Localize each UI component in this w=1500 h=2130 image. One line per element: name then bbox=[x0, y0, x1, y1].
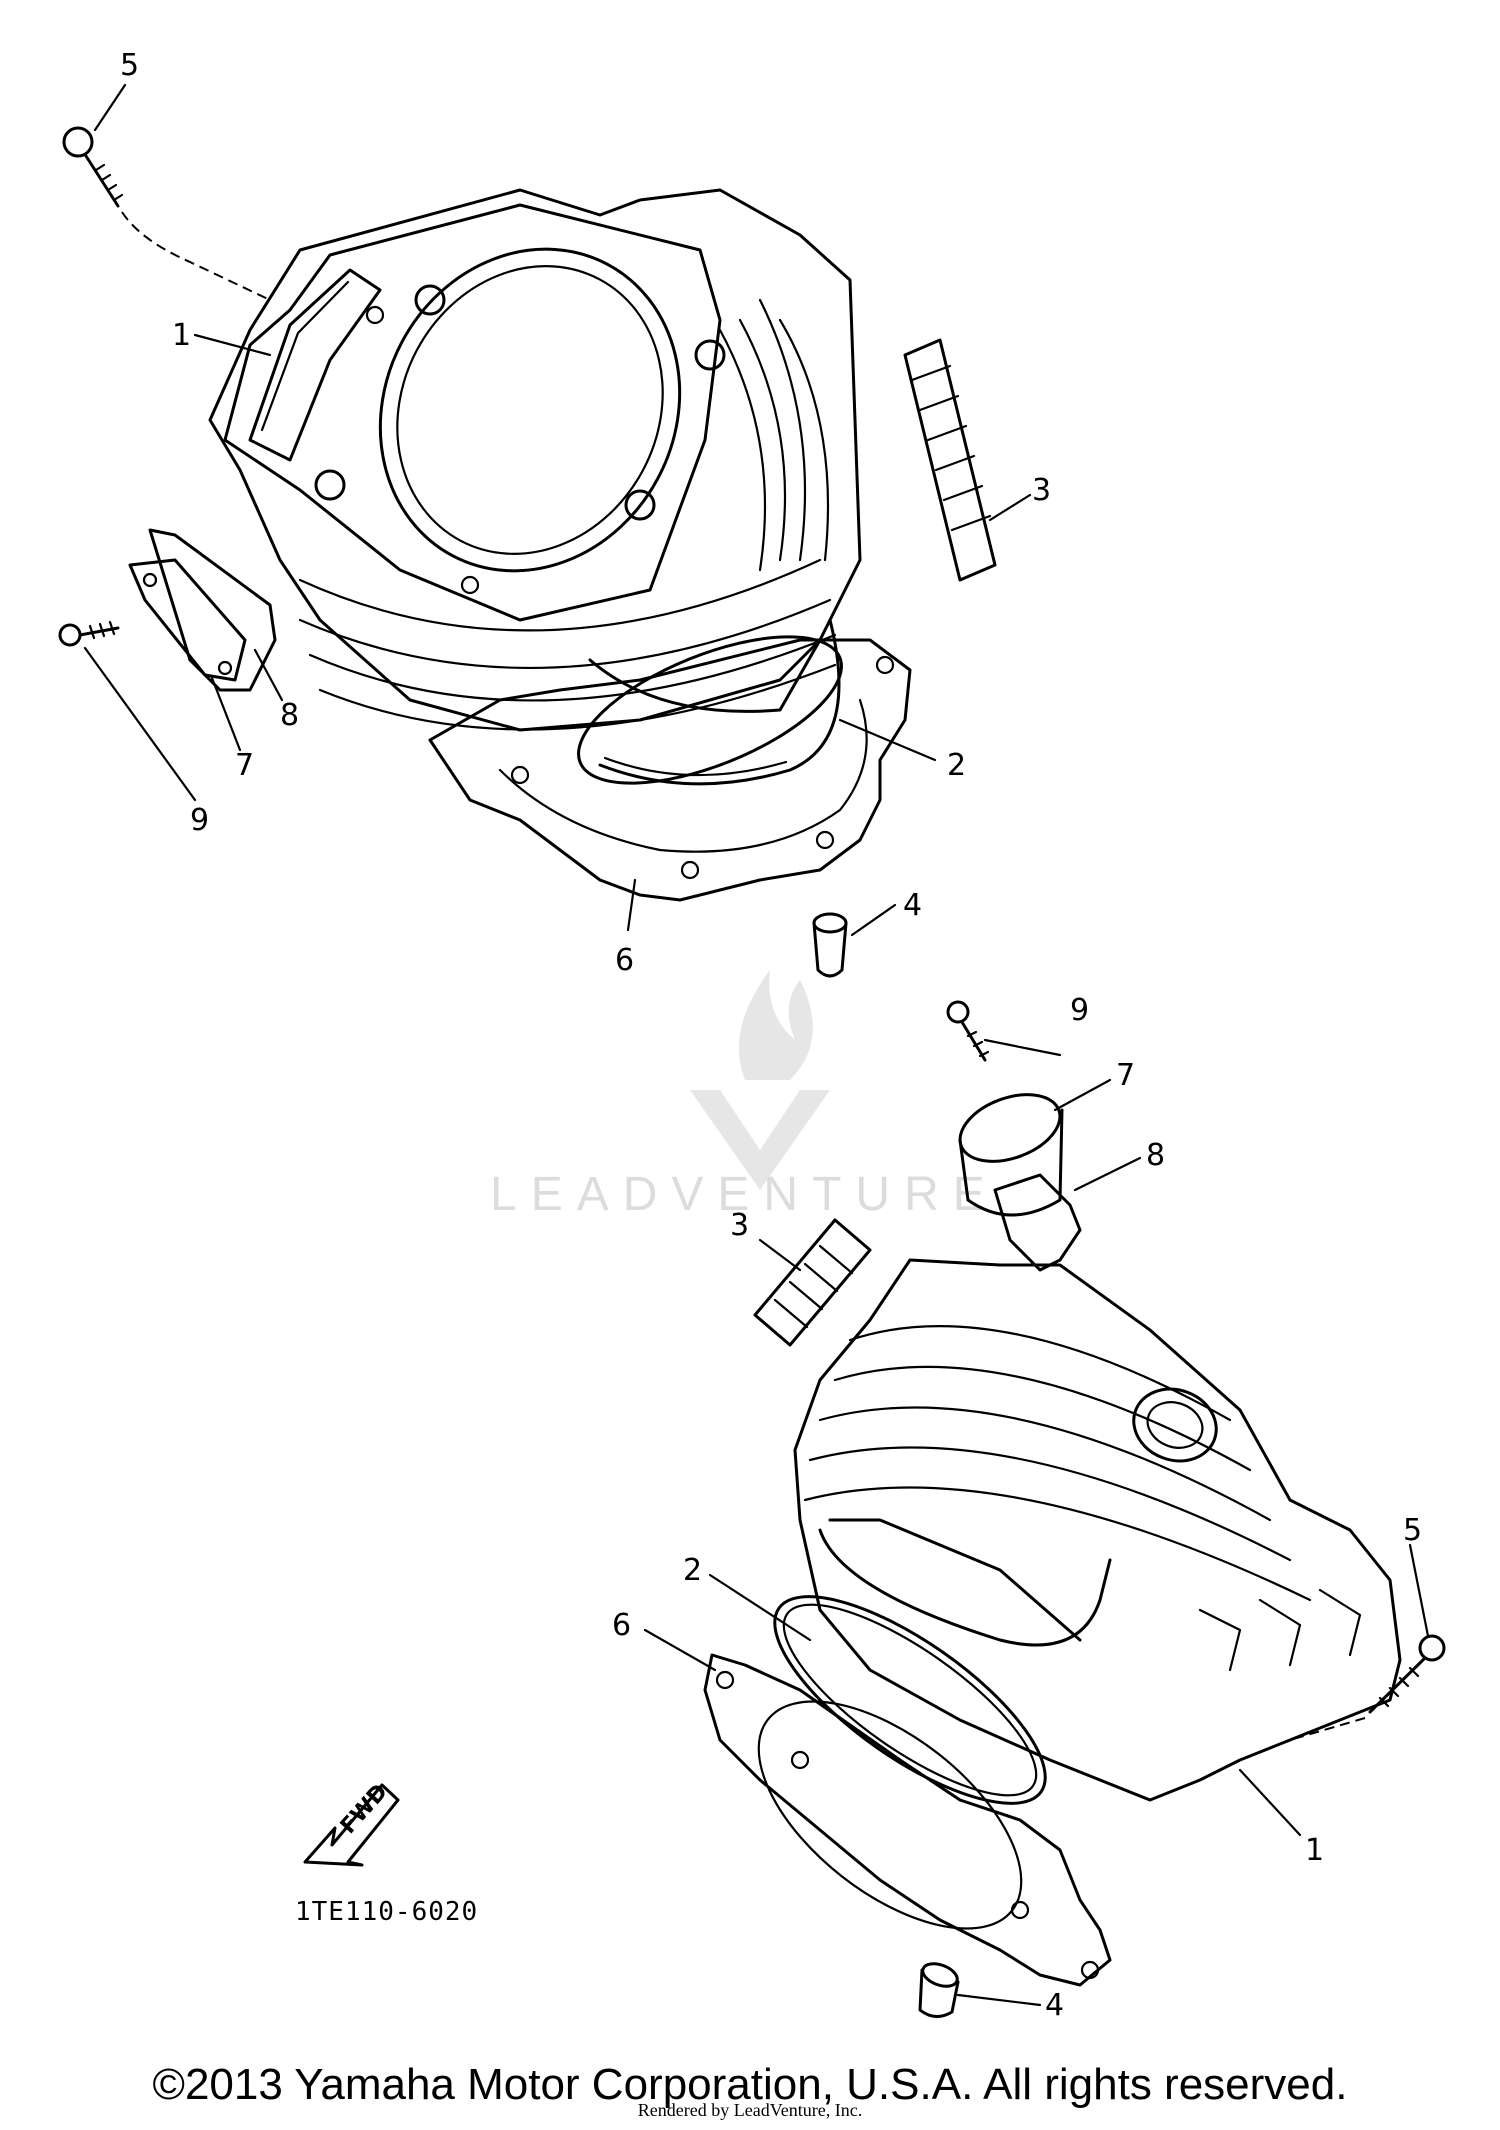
lower-callout-2: 2 bbox=[683, 1553, 702, 1588]
lower-leader-5 bbox=[1408, 1543, 1430, 1638]
lower-bolt-leader-dash bbox=[1289, 1717, 1366, 1741]
upper-callout-5: 5 bbox=[120, 48, 139, 83]
upper-callout-2: 2 bbox=[947, 748, 966, 783]
lower-callout-7: 7 bbox=[1116, 1058, 1135, 1093]
lower-bolt-5 bbox=[1368, 1634, 1446, 1714]
lower-gasket-8 bbox=[993, 1173, 1082, 1272]
lower-bolt-9 bbox=[946, 1000, 990, 1062]
upper-callout-6: 6 bbox=[615, 943, 634, 978]
lower-leader-7 bbox=[1053, 1078, 1112, 1112]
watermark-text: LEADVENTURE bbox=[490, 1168, 999, 1221]
upper-dowel-3 bbox=[903, 338, 997, 582]
lower-o-ring-2 bbox=[773, 1595, 1047, 1805]
lower-dowel-3 bbox=[753, 1218, 872, 1347]
lower-callout-4: 4 bbox=[1045, 1988, 1064, 2023]
upper-leader-6 bbox=[626, 878, 637, 932]
lower-leader-4 bbox=[956, 1993, 1042, 2007]
upper-leader-7 bbox=[210, 676, 242, 752]
upper-leader-9 bbox=[83, 646, 197, 802]
watermark: LEADVENTURE bbox=[490, 970, 999, 1221]
lower-leader-6 bbox=[643, 1628, 717, 1672]
upper-cover-7-gasket-8 bbox=[128, 528, 277, 692]
upper-cylinder-assembly: 5 1 3 2 4 6 8 7 9 bbox=[58, 48, 1051, 978]
upper-callout-3: 3 bbox=[1032, 473, 1051, 508]
upper-bolt-9 bbox=[58, 620, 120, 647]
copyright-notice: ©2013 Yamaha Motor Corporation, U.S.A. A… bbox=[152, 2060, 1348, 2109]
rendered-by-note: Rendered by LeadVenture, Inc. bbox=[637, 2100, 863, 2120]
lower-callout-5: 5 bbox=[1403, 1513, 1422, 1548]
upper-bolt-5 bbox=[62, 126, 124, 208]
upper-base-gasket-6 bbox=[428, 638, 912, 902]
lower-cylinder-assembly: 9 7 8 3 2 6 5 1 4 bbox=[612, 993, 1446, 2023]
upper-callout-7: 7 bbox=[235, 748, 254, 783]
upper-leader-2 bbox=[838, 718, 937, 762]
upper-o-ring-2 bbox=[598, 618, 841, 786]
lower-callout-1: 1 bbox=[1305, 1833, 1324, 1868]
upper-callout-1: 1 bbox=[172, 318, 191, 353]
lower-cover-7 bbox=[958, 1093, 1064, 1217]
upper-callout-8: 8 bbox=[280, 698, 299, 733]
lower-callout-8: 8 bbox=[1146, 1138, 1165, 1173]
upper-leader-1 bbox=[193, 333, 272, 357]
upper-leader-4 bbox=[850, 903, 897, 937]
upper-leader-8 bbox=[253, 648, 284, 702]
upper-dowel-4 bbox=[812, 912, 848, 978]
fwd-arrow: FWD bbox=[303, 1780, 400, 1867]
upper-leader-5 bbox=[93, 83, 127, 132]
lower-callout-3: 3 bbox=[730, 1208, 749, 1243]
diagram-code: 1TE110-6020 bbox=[295, 1897, 478, 1927]
upper-callout-4: 4 bbox=[903, 888, 922, 923]
lower-callout-9: 9 bbox=[1070, 993, 1089, 1028]
lower-leader-9 bbox=[983, 1038, 1062, 1057]
lower-callout-6: 6 bbox=[612, 1608, 631, 1643]
lower-leader-8 bbox=[1073, 1156, 1142, 1192]
upper-callout-9: 9 bbox=[190, 803, 209, 838]
lower-leader-1 bbox=[1238, 1768, 1302, 1837]
lower-leader-3 bbox=[758, 1238, 802, 1272]
watermark-logo-icon bbox=[690, 970, 830, 1190]
upper-cylinder-block bbox=[208, 188, 862, 785]
upper-bolt-leader-dash bbox=[121, 211, 271, 301]
lower-base-gasket-6 bbox=[703, 1653, 1112, 1987]
upper-leader-3 bbox=[988, 493, 1032, 522]
lower-dowel-4 bbox=[918, 1962, 960, 2018]
lower-leader-2 bbox=[708, 1573, 812, 1642]
lower-cylinder-block bbox=[793, 1258, 1402, 1802]
